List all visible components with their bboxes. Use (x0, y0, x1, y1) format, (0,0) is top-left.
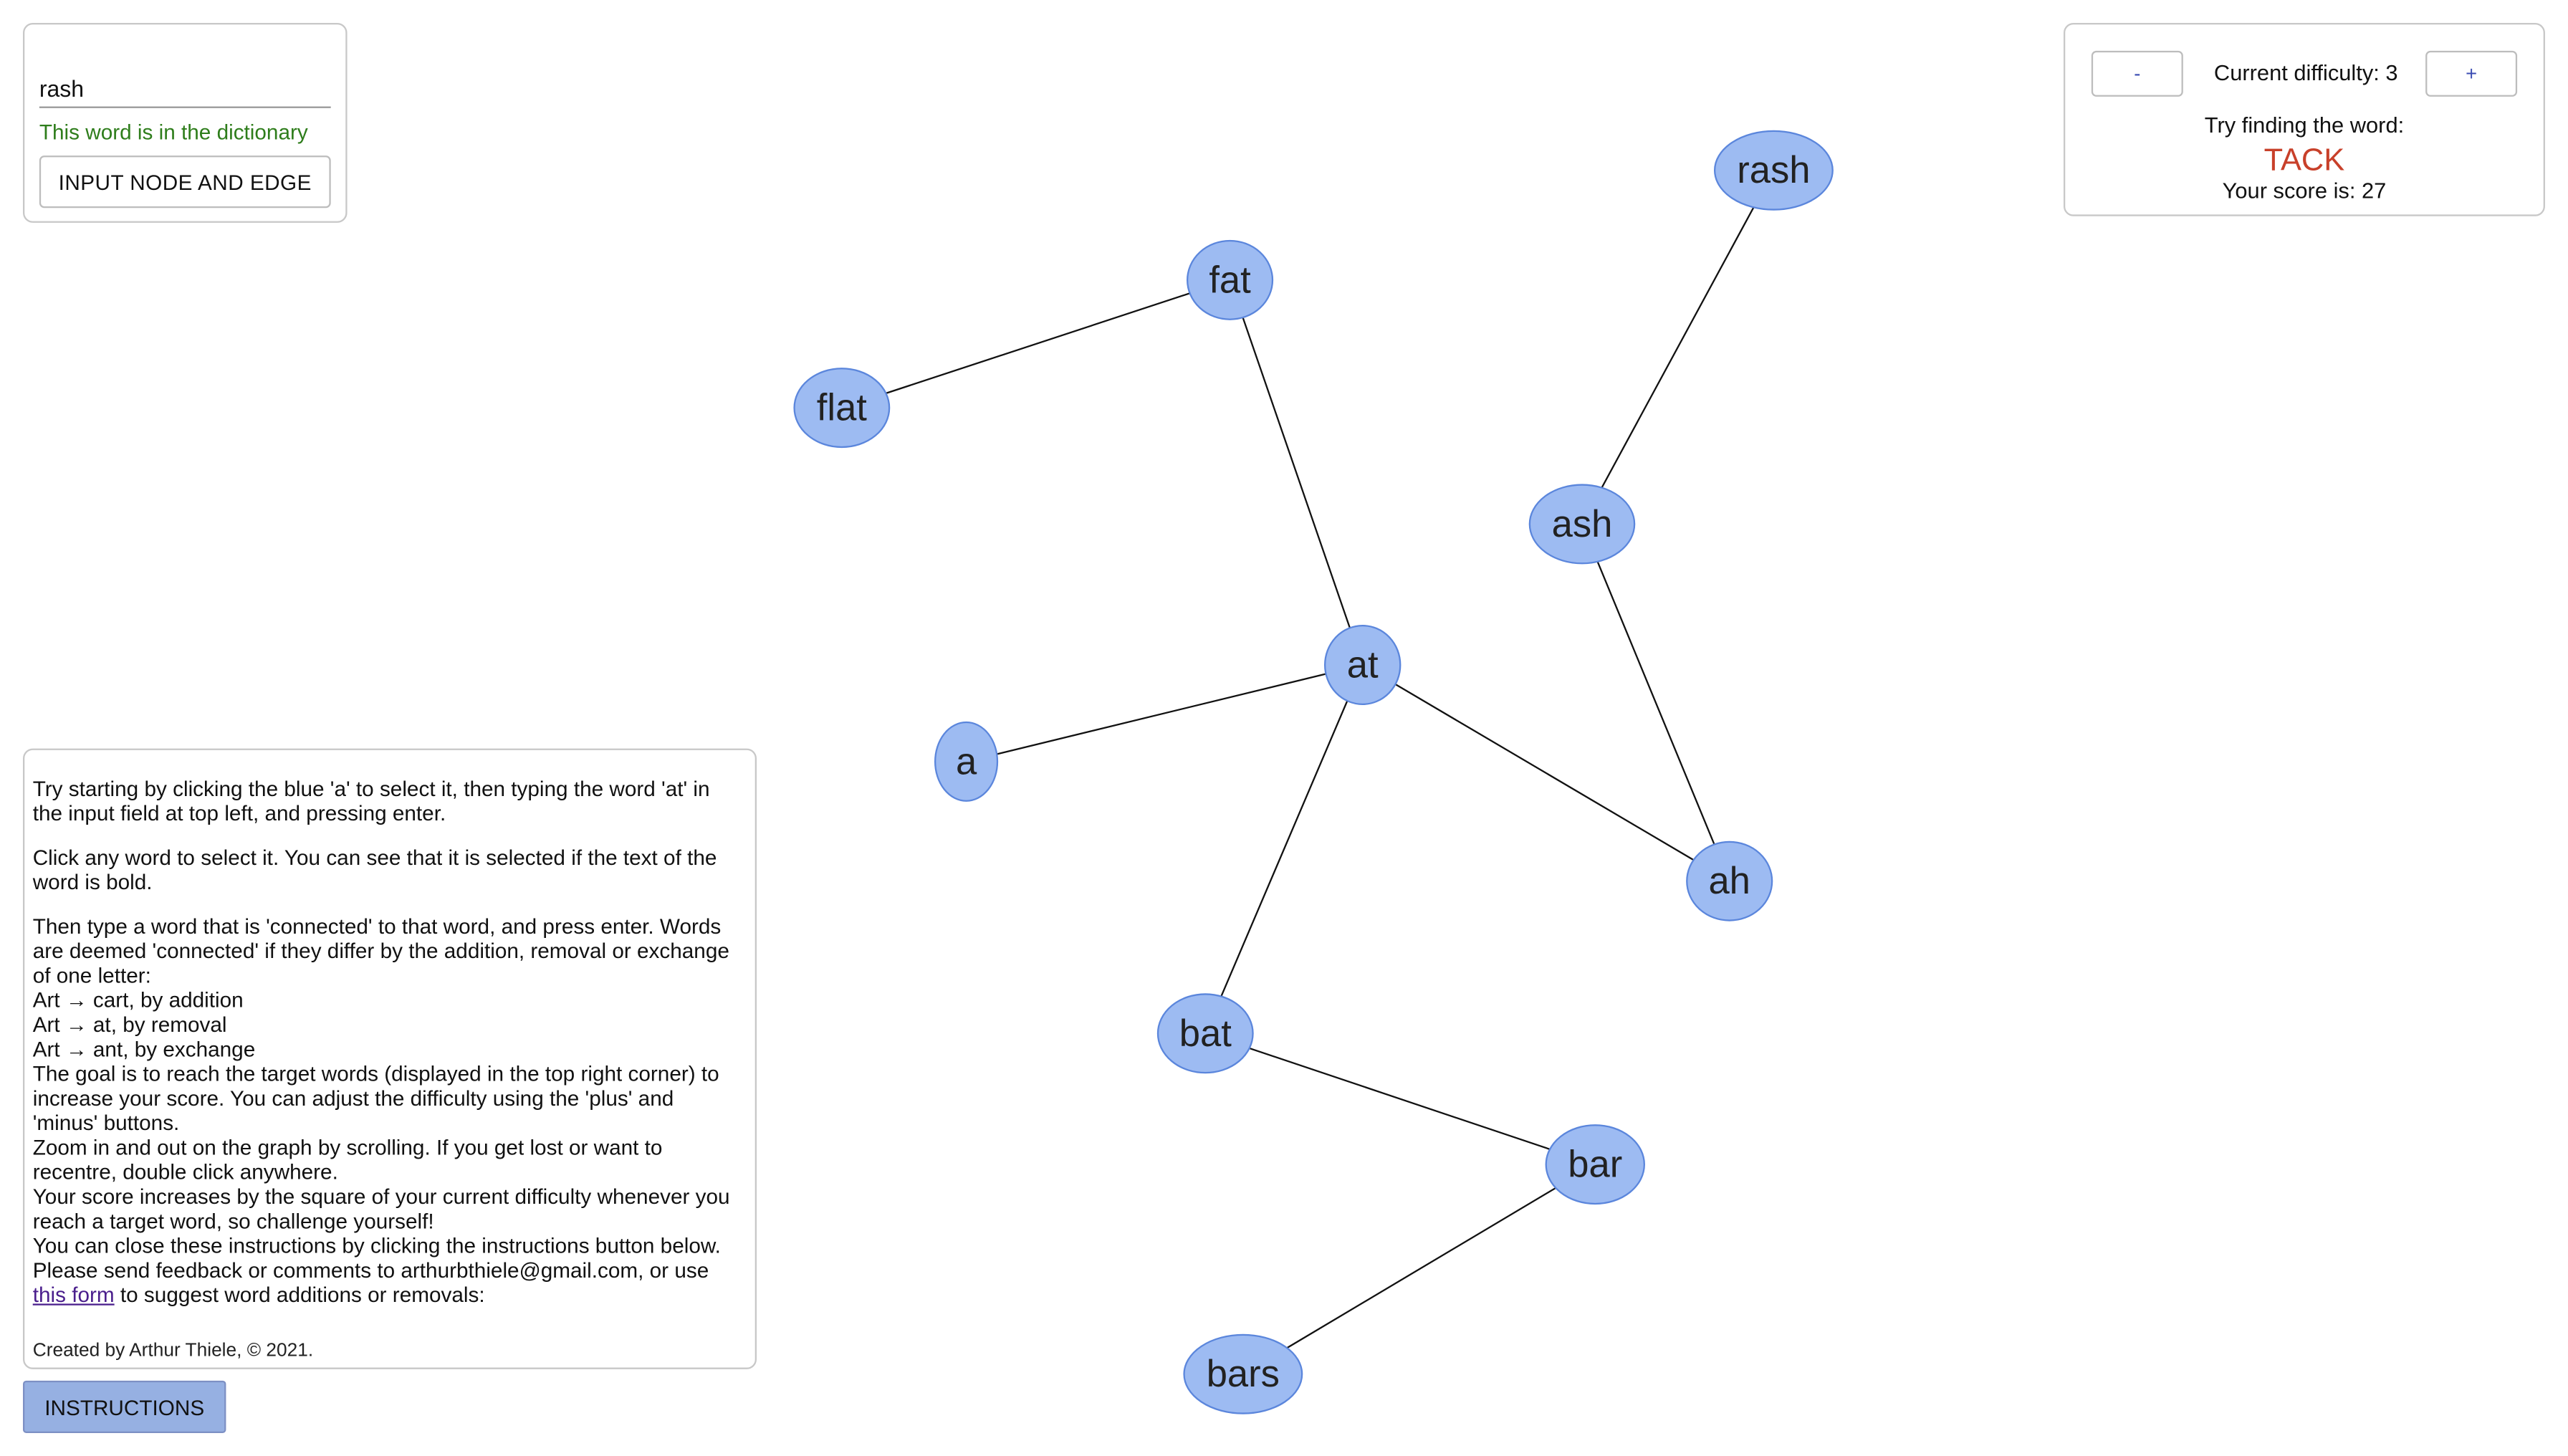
word-node-bubble[interactable] (934, 721, 999, 802)
word-node-bubble[interactable] (793, 368, 891, 449)
word-node-bars[interactable]: bars (1183, 1333, 1303, 1414)
word-input-panel: This word is in the dictionary INPUT NOD… (22, 22, 348, 223)
word-node-bubble[interactable] (1183, 1333, 1303, 1414)
instructions-paragraph-1: Try starting by clicking the blue 'a' to… (32, 776, 710, 825)
word-node-label: rash (1737, 149, 1810, 191)
graph-edge-at-ah (1362, 664, 1730, 882)
instructions-line: Art → at, by removal (32, 1012, 227, 1037)
difficulty-panel: - Current difficulty: 3 + Try finding th… (2063, 22, 2545, 216)
credit-text: Created by Arthur Thiele, © 2021. (32, 1341, 314, 1361)
feedback-form-link[interactable]: this form (32, 1282, 115, 1307)
instructions-toggle-button[interactable]: INSTRUCTIONS (22, 1380, 226, 1433)
instructions-line: Zoom in and out on the graph by scrollin… (32, 1134, 663, 1184)
input-node-and-edge-button[interactable]: INPUT NODE AND EDGE (39, 155, 331, 209)
graph-edge-rash-ash (1581, 170, 1775, 525)
feedback-line: Please send feedback or comments to arth… (33, 1258, 742, 1307)
decrease-difficulty-button[interactable]: - (2091, 50, 2183, 97)
word-node-bubble[interactable] (1713, 130, 1834, 211)
word-node-flat[interactable]: flat (793, 368, 891, 449)
current-difficulty-label: Current difficulty: 3 (2213, 60, 2398, 85)
instructions-line: Art → cart, by addition (32, 987, 244, 1012)
word-node-at[interactable]: at (1323, 624, 1402, 705)
word-node-label: at (1347, 643, 1379, 686)
instructions-panel: Try starting by clicking the blue 'a' to… (22, 748, 757, 1369)
word-node-label: flat (817, 387, 868, 429)
instructions-line: Then type a word that is 'connected' to … (32, 914, 729, 988)
word-node-rash[interactable]: rash (1713, 130, 1834, 211)
instructions-paragraph-2: Click any word to select it. You can see… (32, 845, 717, 894)
nodes-layer: rash fat flat ash at a ah bat bar bars (793, 130, 1834, 1414)
feedback-prefix: Please send feedback or comments to arth… (32, 1258, 709, 1283)
target-word: TACK (2263, 144, 2345, 179)
graph-edge-a-at (966, 664, 1363, 762)
word-node-label: a (956, 740, 977, 782)
word-node-bubble[interactable] (1186, 239, 1274, 320)
graph-edge-bat-bar (1204, 1033, 1596, 1166)
word-node-bat[interactable]: bat (1156, 993, 1254, 1074)
increase-difficulty-button[interactable]: + (2425, 50, 2518, 97)
word-node-a[interactable]: a (934, 721, 999, 802)
edges-layer (841, 170, 1775, 1375)
word-input[interactable] (39, 70, 331, 108)
dictionary-status: This word is in the dictionary (39, 119, 308, 145)
word-node-bubble[interactable] (1545, 1124, 1645, 1205)
graph-edge-at-bat (1204, 664, 1364, 1034)
word-node-bubble[interactable] (1686, 840, 1773, 921)
instructions-line: The goal is to reach the target words (d… (32, 1061, 719, 1135)
instructions-line: Art → ant, by exchange (32, 1036, 256, 1062)
word-node-bar[interactable]: bar (1545, 1124, 1645, 1205)
word-node-bubble[interactable] (1528, 484, 1636, 565)
word-node-fat[interactable]: fat (1186, 239, 1274, 320)
feedback-suffix: to suggest word additions or removals: (114, 1282, 485, 1307)
word-node-label: bars (1207, 1353, 1280, 1395)
word-node-label: ash (1552, 503, 1613, 545)
try-finding-label: Try finding the word: (2204, 112, 2405, 138)
score-label: Your score is: 27 (2222, 178, 2387, 203)
graph-edge-flat-fat (841, 279, 1230, 409)
graph-edge-ash-ah (1581, 523, 1730, 882)
word-node-label: ah (1708, 860, 1750, 902)
graph-edge-fat-at (1229, 279, 1364, 666)
graph-edge-bar-bars (1242, 1164, 1596, 1375)
word-node-bubble[interactable] (1156, 993, 1254, 1074)
word-node-label: bat (1179, 1012, 1232, 1055)
word-node-label: fat (1209, 259, 1251, 301)
instructions-line: Your score increases by the square of yo… (32, 1184, 730, 1234)
instructions-paragraph-3: Then type a word that is 'connected' to … (33, 914, 742, 1307)
word-node-bubble[interactable] (1323, 624, 1402, 705)
instructions-line: You can close these instructions by clic… (32, 1233, 721, 1258)
word-node-ah[interactable]: ah (1686, 840, 1773, 921)
word-node-label: bar (1568, 1144, 1622, 1186)
word-node-ash[interactable]: ash (1528, 484, 1636, 565)
